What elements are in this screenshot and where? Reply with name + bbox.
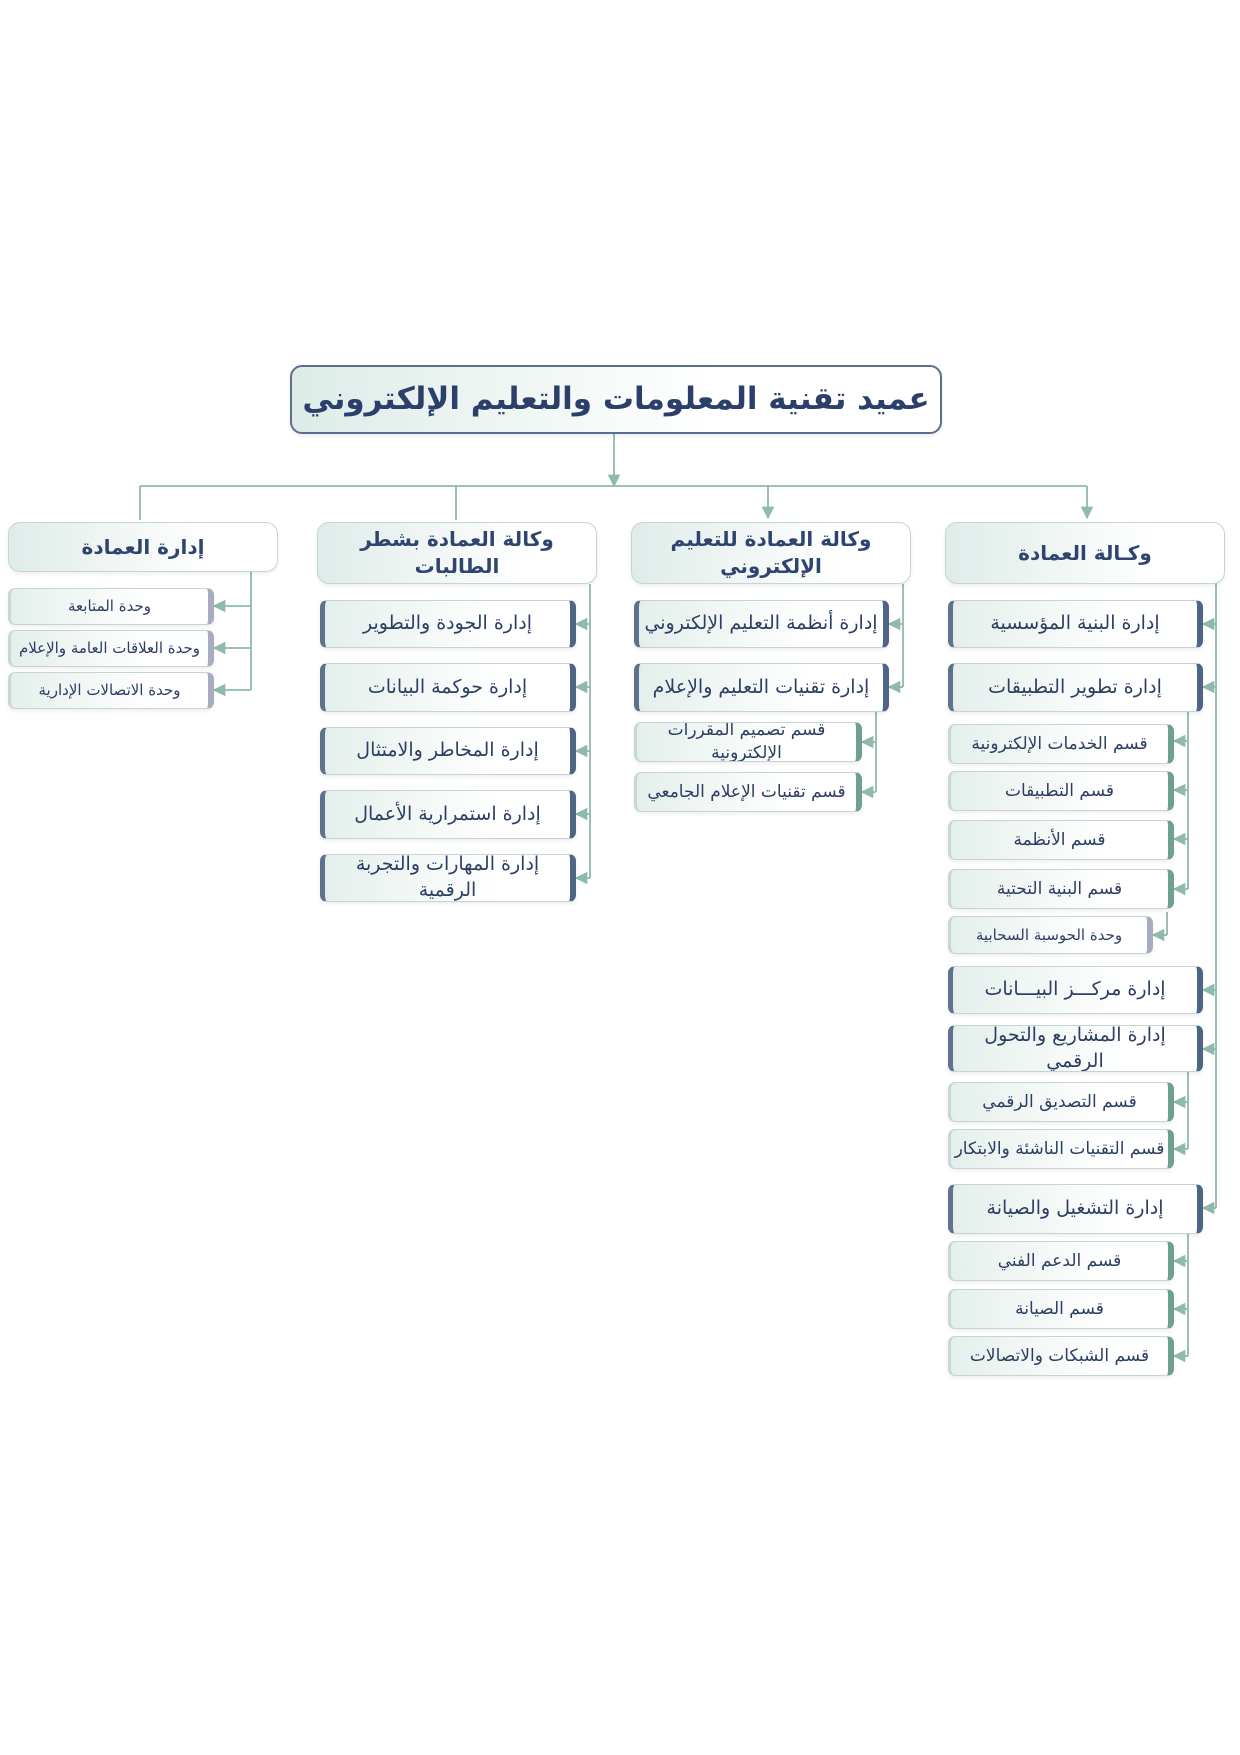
dept-risk-compliance: إدارة المخاطر والامتثال bbox=[320, 727, 576, 775]
dept-elearning-systems: إدارة أنظمة التعليم الإلكتروني bbox=[634, 600, 889, 648]
dept-label: إدارة المخاطر والامتثال bbox=[356, 739, 539, 762]
section-label: قسم البنية التحتية bbox=[996, 878, 1123, 899]
section-digital-certification: قسم التصديق الرقمي bbox=[948, 1082, 1174, 1122]
dept-label: إدارة مركـــز البيـــانات bbox=[984, 978, 1166, 1001]
unit-follow-up: وحدة المتابعة bbox=[8, 588, 214, 625]
section-systems: قسم الأنظمة bbox=[948, 820, 1174, 860]
unit-public-relations-media: وحدة العلاقات العامة والإعلام bbox=[8, 630, 214, 667]
section-emerging-tech-innovation: قسم التقنيات الناشئة والابتكار bbox=[948, 1129, 1174, 1169]
section-technical-support: قسم الدعم الفني bbox=[948, 1241, 1174, 1281]
section-infrastructure: قسم البنية التحتية bbox=[948, 869, 1174, 909]
dept-data-center: إدارة مركـــز البيـــانات bbox=[948, 966, 1203, 1014]
section-label: قسم تقنيات الإعلام الجامعي bbox=[647, 781, 846, 802]
dept-label: إدارة المشاريع والتحول الرقمي bbox=[984, 1025, 1166, 1072]
section-e-services: قسم الخدمات الإلكترونية bbox=[948, 724, 1174, 764]
dept-business-continuity: إدارة استمرارية الأعمال bbox=[320, 790, 576, 839]
section-networks-communications: قسم الشبكات والاتصالات bbox=[948, 1336, 1174, 1376]
dept-label: إدارة التشغيل والصيانة bbox=[986, 1197, 1164, 1220]
section-label: قسم الصيانة bbox=[1015, 1298, 1104, 1319]
branch-head-label: إدارة العمادة bbox=[81, 534, 205, 559]
section-label: قسم التطبيقات bbox=[1004, 780, 1115, 801]
dept-education-media-tech: إدارة تقنيات التعليم والإعلام bbox=[634, 663, 889, 712]
branch-head-elearning-agency: وكالة العمادة للتعليم الإلكتروني bbox=[631, 522, 911, 584]
unit-label: وحدة المتابعة bbox=[68, 597, 151, 616]
dept-label: إدارة الجودة والتطوير bbox=[363, 612, 532, 635]
section-university-media-tech: قسم تقنيات الإعلام الجامعي bbox=[634, 772, 862, 812]
section-label: قسم الخدمات الإلكترونية bbox=[971, 733, 1148, 754]
section-label: قسم التصديق الرقمي bbox=[982, 1091, 1137, 1112]
dept-label: إدارة أنظمة التعليم الإلكتروني bbox=[644, 612, 878, 635]
branch-head-female-section-agency: وكالة العمادة بشطر الطالبات bbox=[317, 522, 597, 584]
dept-projects-digital-transformation: إدارة المشاريع والتحول الرقمي bbox=[948, 1025, 1203, 1072]
dept-label: إدارة استمرارية الأعمال bbox=[354, 802, 541, 825]
dept-operations-maintenance: إدارة التشغيل والصيانة bbox=[948, 1184, 1203, 1234]
dept-digital-skills-experience: إدارة المهارات والتجربة الرقمية bbox=[320, 854, 576, 902]
dept-applications-development: إدارة تطوير التطبيقات bbox=[948, 663, 1203, 712]
branch-head-label: وكـالة العمادة bbox=[1018, 540, 1152, 565]
dept-data-governance: إدارة حوكمة البيانات bbox=[320, 663, 576, 712]
branch-head-label: وكالة العمادة للتعليم الإلكتروني bbox=[670, 527, 872, 578]
branch-head-deanship-agency: وكـالة العمادة bbox=[945, 522, 1225, 584]
section-applications: قسم التطبيقات bbox=[948, 771, 1174, 811]
root-title: عميد تقنية المعلومات والتعليم الإلكتروني bbox=[302, 380, 930, 417]
unit-cloud-computing: وحدة الحوسبة السحابية bbox=[948, 916, 1153, 954]
branch-head-deanship-administration: إدارة العمادة bbox=[8, 522, 278, 572]
dept-label: إدارة البنية المؤسسية bbox=[990, 612, 1160, 635]
section-label: قسم الدعم الفني bbox=[997, 1250, 1122, 1271]
branch-head-label: وكالة العمادة بشطر الطالبات bbox=[360, 527, 554, 578]
dept-label: إدارة تطوير التطبيقات bbox=[988, 675, 1162, 698]
root-dean-box: عميد تقنية المعلومات والتعليم الإلكتروني bbox=[290, 365, 942, 434]
section-e-course-design: قسم تصميم المقررات الإلكترونية bbox=[634, 722, 862, 762]
section-label: قسم تصميم المقررات الإلكترونية bbox=[667, 722, 826, 762]
section-maintenance: قسم الصيانة bbox=[948, 1289, 1174, 1329]
section-label: قسم الشبكات والاتصالات bbox=[969, 1345, 1150, 1366]
unit-administrative-communications: وحدة الاتصالات الإدارية bbox=[8, 672, 214, 709]
dept-label: إدارة تقنيات التعليم والإعلام bbox=[652, 675, 870, 698]
dept-label: إدارة حوكمة البيانات bbox=[367, 675, 528, 698]
dept-enterprise-architecture: إدارة البنية المؤسسية bbox=[948, 600, 1203, 648]
unit-label: وحدة الاتصالات الإدارية bbox=[38, 681, 181, 700]
unit-label: وحدة الحوسبة السحابية bbox=[975, 925, 1123, 944]
section-label: قسم الأنظمة bbox=[1013, 829, 1106, 850]
dept-label: إدارة المهارات والتجربة الرقمية bbox=[355, 854, 540, 901]
section-label: قسم التقنيات الناشئة والابتكار bbox=[954, 1138, 1165, 1159]
unit-label: وحدة العلاقات العامة والإعلام bbox=[18, 639, 201, 658]
dept-quality-development: إدارة الجودة والتطوير bbox=[320, 600, 576, 648]
